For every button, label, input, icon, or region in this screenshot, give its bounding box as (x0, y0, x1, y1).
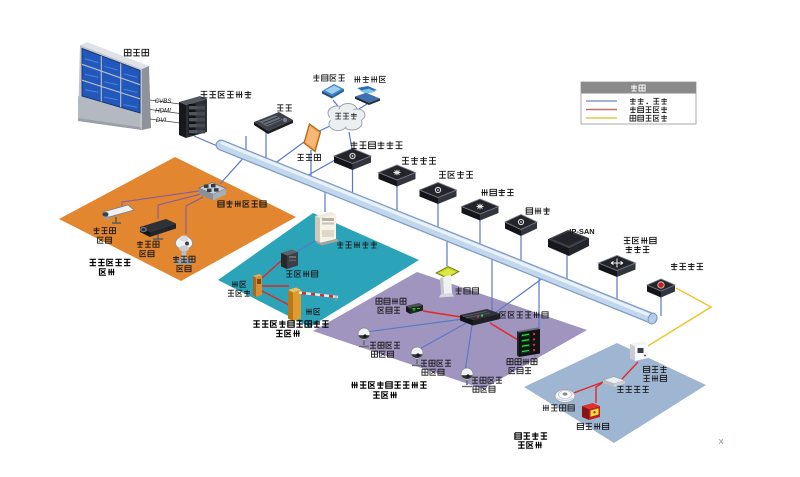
svg-text:HDMI: HDMI (155, 108, 171, 115)
svg-text:IP-SAN: IP-SAN (569, 227, 594, 236)
svg-text:CVBS: CVBS (155, 98, 173, 105)
svg-text:DVI: DVI (156, 117, 167, 124)
